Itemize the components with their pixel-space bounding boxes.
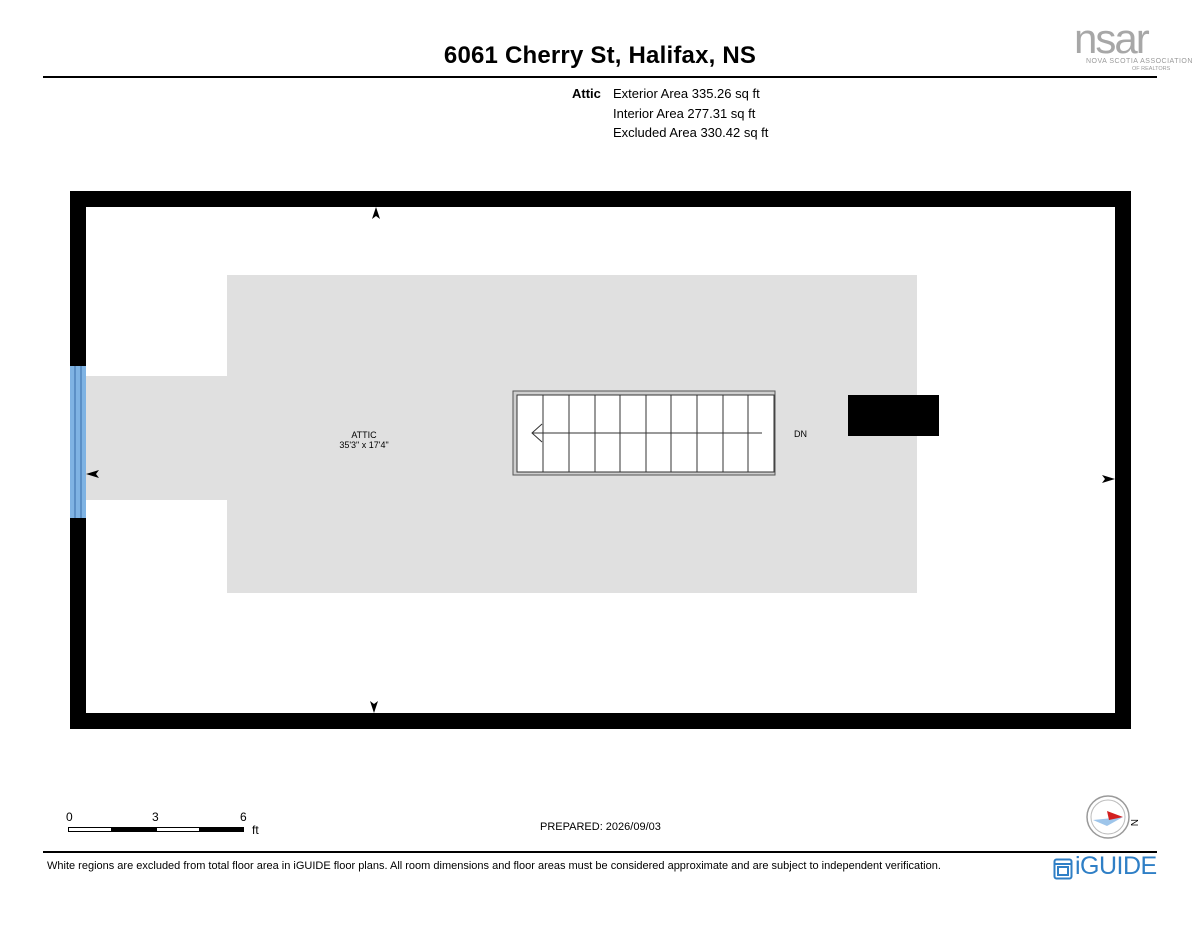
dimension-arrow-bottom	[370, 701, 378, 713]
compass-north-letter: N	[1128, 819, 1139, 826]
exterior-area: Exterior Area 335.26 sq ft	[613, 86, 760, 101]
iguide-brand-text: iGUIDE	[1075, 852, 1157, 880]
prepared-date: PREPARED: 2026/09/03	[540, 821, 661, 833]
room-label: ATTIC 35'3" x 17'4"	[314, 430, 414, 450]
dimension-arrow-top	[372, 207, 380, 219]
excluded-area: Excluded Area 330.42 sq ft	[613, 125, 769, 140]
area-values: Exterior Area 335.26 sq ft Interior Area…	[613, 84, 768, 143]
room-dimensions: 35'3" x 17'4"	[339, 440, 389, 450]
scale-segment	[112, 827, 156, 832]
dimension-arrow-right	[1102, 475, 1115, 483]
stair-arrow-head	[531, 423, 543, 443]
logo-subtitle: NOVA SCOTIA ASSOCIATION	[1086, 58, 1193, 65]
nsar-logo: nsar NOVA SCOTIA ASSOCIATION OF REALTORS	[1074, 18, 1192, 74]
stairs	[512, 390, 776, 476]
scale-segment	[68, 827, 112, 832]
scale-tick-3: 3	[152, 810, 159, 824]
attic-room-extension	[86, 376, 228, 500]
scale-segment	[200, 827, 244, 832]
scale-tick-0: 0	[66, 810, 73, 824]
iguide-mark-icon	[1053, 858, 1073, 880]
disclaimer-text: White regions are excluded from total fl…	[47, 860, 941, 872]
interior-area: Interior Area 277.31 sq ft	[613, 105, 756, 121]
floor-plan	[70, 191, 1131, 729]
compass-icon: N	[1086, 795, 1139, 839]
window	[70, 366, 86, 518]
scale-tick-6: 6	[240, 810, 247, 824]
dimension-arrow-left	[86, 470, 99, 478]
stair-down-label: DN	[794, 429, 807, 439]
page-title: 6061 Cherry St, Halifax, NS	[443, 42, 757, 69]
room-name: ATTIC	[351, 430, 377, 440]
scale-segment	[156, 827, 200, 832]
scale-unit: ft	[252, 823, 259, 837]
level-name: Attic	[572, 86, 601, 101]
chimney-block	[848, 395, 939, 436]
header-rule	[43, 76, 1157, 78]
logo-subtitle-2: OF REALTORS	[1132, 66, 1171, 72]
logo-brand-text: nsar	[1074, 15, 1150, 62]
footer-rule	[43, 851, 1157, 853]
